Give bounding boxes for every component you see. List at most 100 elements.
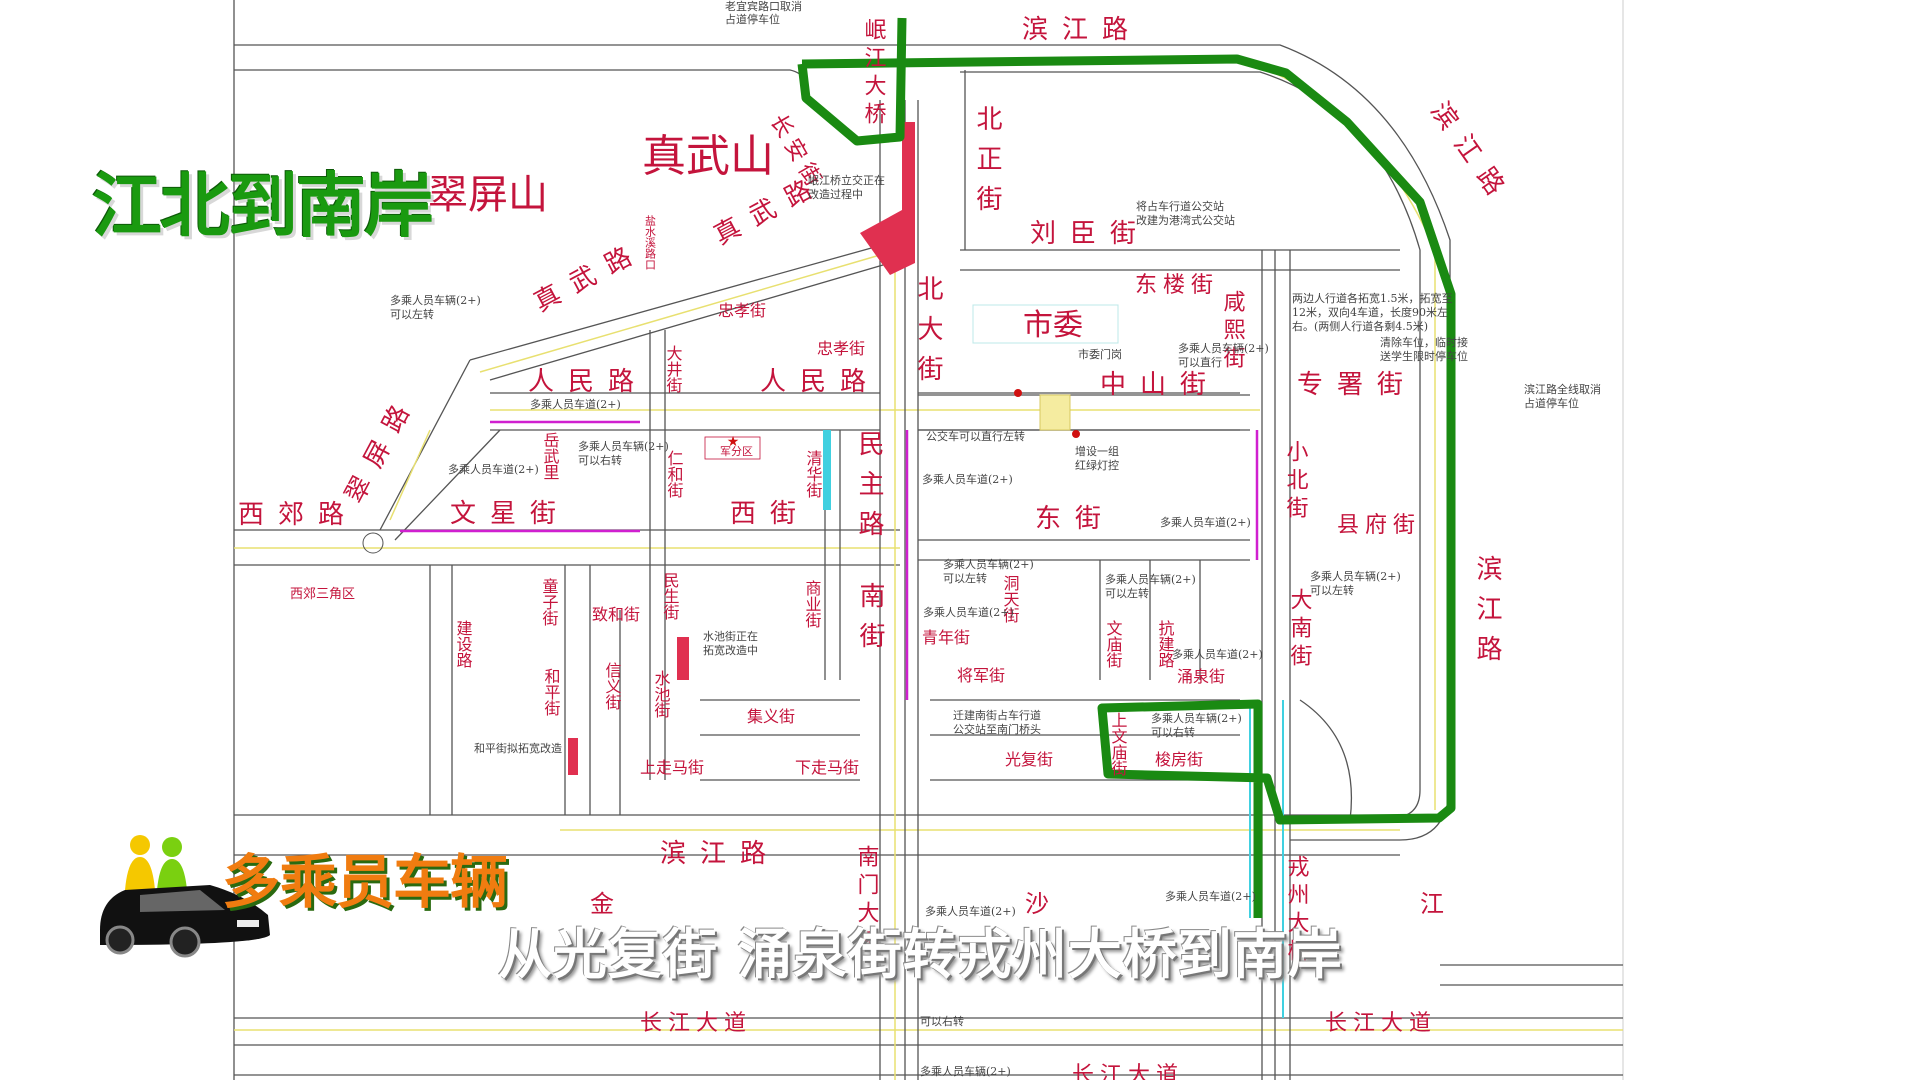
street-label: 盐水溪路口 <box>644 215 657 270</box>
annotation-note: 可以左转 <box>943 571 987 585</box>
annotation-note: 多乘人员车辆(2+) <box>1151 711 1242 725</box>
street-label: 童子街 <box>540 577 559 626</box>
street-label: 上文庙街 <box>1109 712 1128 776</box>
route-subtitle: 从光复街 涌泉街转戎州大桥到南岸 <box>498 923 1343 986</box>
hov-route <box>797 17 1456 918</box>
street-label: 咸熙街 <box>1220 290 1246 374</box>
annotation-note: 可以右转 <box>578 453 622 467</box>
annotation-note: 多乘人员车道(2+) <box>1160 515 1251 529</box>
annotation-note: 多乘人员车道(2+) <box>530 397 621 411</box>
annotation-note: 多乘人员车辆(2+) <box>578 439 669 453</box>
street-label: 青年街 <box>922 628 970 647</box>
annotation-note: 红绿灯控 <box>1075 458 1119 472</box>
annotation-note: 可以左转 <box>1310 583 1354 597</box>
annotation-note: 滨江路全线取消 <box>1524 382 1601 396</box>
annotation-note: 右。(两侧人行道各剩4.5米) <box>1292 319 1428 333</box>
carpool-icon <box>100 835 270 958</box>
annotation-note: 占道停车位 <box>1524 396 1579 410</box>
annotation-note: 市委门岗 <box>1078 347 1122 361</box>
street-label: 人民路 <box>760 367 880 397</box>
annotation-note: 多乘人员车辆(2+) <box>1105 572 1196 586</box>
annotation-note: 将占车行道公交站 <box>1136 199 1224 213</box>
street-label: 东街 <box>1035 504 1115 534</box>
street-label: 滨江路 <box>1022 15 1142 45</box>
annotation-note: 多乘人员车道(2+) <box>922 472 1013 486</box>
landmark-label: 江 <box>1420 890 1444 918</box>
annotation-note: 可以直行 <box>1178 355 1222 369</box>
street-label: 信义街 <box>603 662 622 710</box>
street-label: 军分区 <box>720 445 753 458</box>
street-label: 将军街 <box>957 666 1005 685</box>
annotation-note: 可以左转 <box>1105 586 1149 600</box>
street-label: 专署街 <box>1297 370 1417 400</box>
street-label: 抗建路 <box>1156 620 1175 668</box>
annotation-note: 多乘人员车辆(2+) <box>943 557 1034 571</box>
street-label: 南门大桥 <box>854 845 880 957</box>
annotation-note: 公交车可以直行左转 <box>926 429 1025 443</box>
street-label: 北正街 <box>972 105 1002 225</box>
annotation-note: 12米，双向4车道，长度90米左 <box>1292 305 1448 319</box>
landmark-label: 市委 <box>1023 308 1083 343</box>
annotation-note: 多乘人员车道(2+) <box>923 605 1014 619</box>
street-label: 长江大道 <box>640 1011 752 1036</box>
hov-lane-markings <box>400 420 1284 1018</box>
annotation-note: 改建为港湾式公交站 <box>1136 213 1235 227</box>
street-label: 岳武里 <box>541 432 560 480</box>
street-label: 小北街 <box>1283 440 1309 524</box>
street-label: 西郊三角区 <box>290 586 355 602</box>
street-label: 水池街 <box>652 670 671 718</box>
street-label: 真武路 <box>529 235 649 318</box>
street-label: 东楼街 <box>1135 273 1219 298</box>
street-label: 集义街 <box>747 707 795 726</box>
annotation-note: 老宜宾路口取消 <box>725 0 802 13</box>
street-label: 下走马街 <box>795 758 859 777</box>
street-label: 民生街 <box>661 572 680 620</box>
street-label: 翠屏路 <box>340 388 423 508</box>
street-label: 忠孝街 <box>718 301 766 320</box>
annotation-note: 送学生限时停车位 <box>1380 349 1468 363</box>
street-label: 戎州大桥 <box>1284 855 1310 967</box>
street-label: 北大街 <box>913 275 943 395</box>
street-label: 忠孝街 <box>817 339 865 358</box>
street-label: 涌泉街 <box>1177 667 1225 686</box>
annotation-note: 迁建南街占车行道 <box>953 708 1041 722</box>
street-label: 县府街 <box>1337 513 1421 538</box>
street-label: 滨江路 <box>1472 555 1502 675</box>
street-label: 西街 <box>730 499 810 529</box>
street-label: 民主路 <box>854 430 884 550</box>
annotation-note: 多乘人员车辆(2+) <box>1178 341 1269 355</box>
annotation-note: 改造过程中 <box>808 187 863 201</box>
annotation-note: 多乘人员车道(2+) <box>448 462 539 476</box>
annotation-note: 可以左转 <box>390 307 434 321</box>
street-label: 大南街 <box>1287 588 1313 672</box>
street-label: 建设路 <box>454 620 473 668</box>
street-label: 长江大道 <box>1072 1063 1184 1080</box>
annotation-note: 多乘人员车辆(2+) <box>1310 569 1401 583</box>
street-label: 大井街 <box>664 345 683 393</box>
annotation-note: 两边人行道各拓宽1.5米，拓宽至 <box>1292 291 1453 305</box>
landmark-cuipingshan: 翠屏山 <box>428 172 548 218</box>
legend-label: 多乘员车辆 <box>222 848 508 916</box>
annotation-note: 水池街正在 <box>703 629 758 643</box>
landmark-label: 沙 <box>1025 890 1049 918</box>
annotation-note: 增设一组 <box>1075 444 1119 458</box>
street-label: 仁和街 <box>665 450 684 498</box>
street-label: 长江大道 <box>1325 1011 1437 1036</box>
annotation-note: 可以右转 <box>920 1014 964 1028</box>
street-label: 南街 <box>855 582 885 662</box>
landmark-zhenwushan: 真武山 <box>642 131 774 182</box>
annotation-note: 多乘人员车辆(2+) <box>390 293 481 307</box>
street-label: 滨江路 <box>1424 97 1517 213</box>
landmark-label: 金 <box>590 890 614 918</box>
annotation-note: 拓宽改造中 <box>703 643 758 657</box>
annotation-note: 可以右转 <box>1151 725 1195 739</box>
street-label: 西郊路 <box>238 500 358 530</box>
street-label: 刘臣街 <box>1030 219 1150 249</box>
street-label: 致和街 <box>592 605 640 624</box>
svg-text:★: ★ <box>727 434 740 450</box>
street-label: 梭房街 <box>1155 750 1203 769</box>
street-label: 人民路 <box>528 367 648 397</box>
street-label: 岷江大桥 <box>861 18 887 130</box>
